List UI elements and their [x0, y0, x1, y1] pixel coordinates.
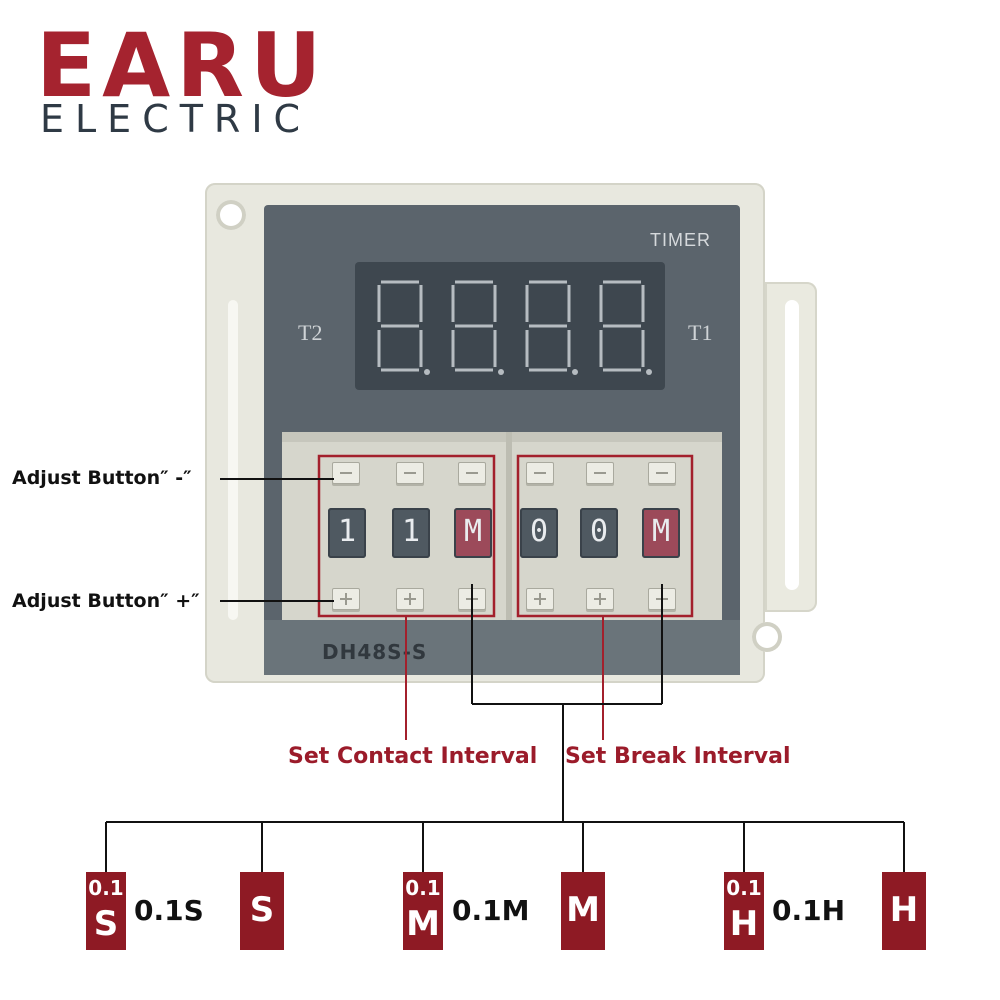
display-digit [599, 280, 652, 375]
unit-caption-0-1s: 0.1S [134, 894, 204, 927]
minus-button-callout: Adjust Button″ -″ [12, 467, 192, 489]
unit-badge-s: S [240, 872, 284, 950]
break-dial-digit-2: 0 [580, 508, 618, 558]
brand-subtitle: ELECTRIC [40, 97, 312, 141]
break-interval-outline [516, 454, 694, 618]
model-label: DH48S-S [322, 640, 428, 664]
t1-indicator-label: T1 [688, 320, 713, 345]
faceplate-bottom-band [264, 620, 740, 675]
display-digit [525, 280, 578, 375]
timer-label: TIMER [650, 230, 711, 250]
contact-dial-digit-2: 1 [392, 508, 430, 558]
break-dial-digit-1: 0 [520, 508, 558, 558]
thumbwheel-ridge [282, 432, 722, 442]
t2-indicator-label: T2 [298, 320, 323, 345]
contact-interval-outline [317, 454, 496, 618]
display-digit [377, 280, 430, 375]
minus-key-break-1[interactable] [526, 462, 554, 484]
display-digit [451, 280, 504, 375]
plus-key-contact-2[interactable] [396, 588, 424, 610]
seven-segment-display [355, 262, 665, 390]
unit-caption-0-1h: 0.1H [772, 894, 846, 927]
mounting-clip-left-slot [228, 300, 238, 620]
thumbwheel-divider [506, 432, 512, 620]
plus-key-contact-1[interactable] [332, 588, 360, 610]
minus-key-break-unit[interactable] [648, 462, 676, 484]
brand-logo-text: EARU [36, 14, 328, 117]
minus-key-contact-1[interactable] [332, 462, 360, 484]
break-dial-unit: M [642, 508, 680, 558]
screw-hole-icon [216, 200, 246, 230]
mounting-clip-slot [785, 300, 799, 590]
plus-key-break-2[interactable] [586, 588, 614, 610]
minus-key-contact-unit[interactable] [458, 462, 486, 484]
break-interval-label: Set Break Interval [565, 744, 791, 769]
minus-key-break-2[interactable] [586, 462, 614, 484]
contact-dial-digit-1: 1 [328, 508, 366, 558]
plus-key-break-1[interactable] [526, 588, 554, 610]
contact-interval-label: Set Contact Interval [288, 744, 538, 769]
unit-caption-0-1m: 0.1M [452, 894, 530, 927]
unit-badge-m: M [561, 872, 605, 950]
plus-button-callout: Adjust Button″ +″ [12, 590, 200, 612]
unit-badge-h: H [882, 872, 926, 950]
contact-dial-unit: M [454, 508, 492, 558]
screw-hole-icon [752, 622, 782, 652]
minus-key-contact-2[interactable] [396, 462, 424, 484]
